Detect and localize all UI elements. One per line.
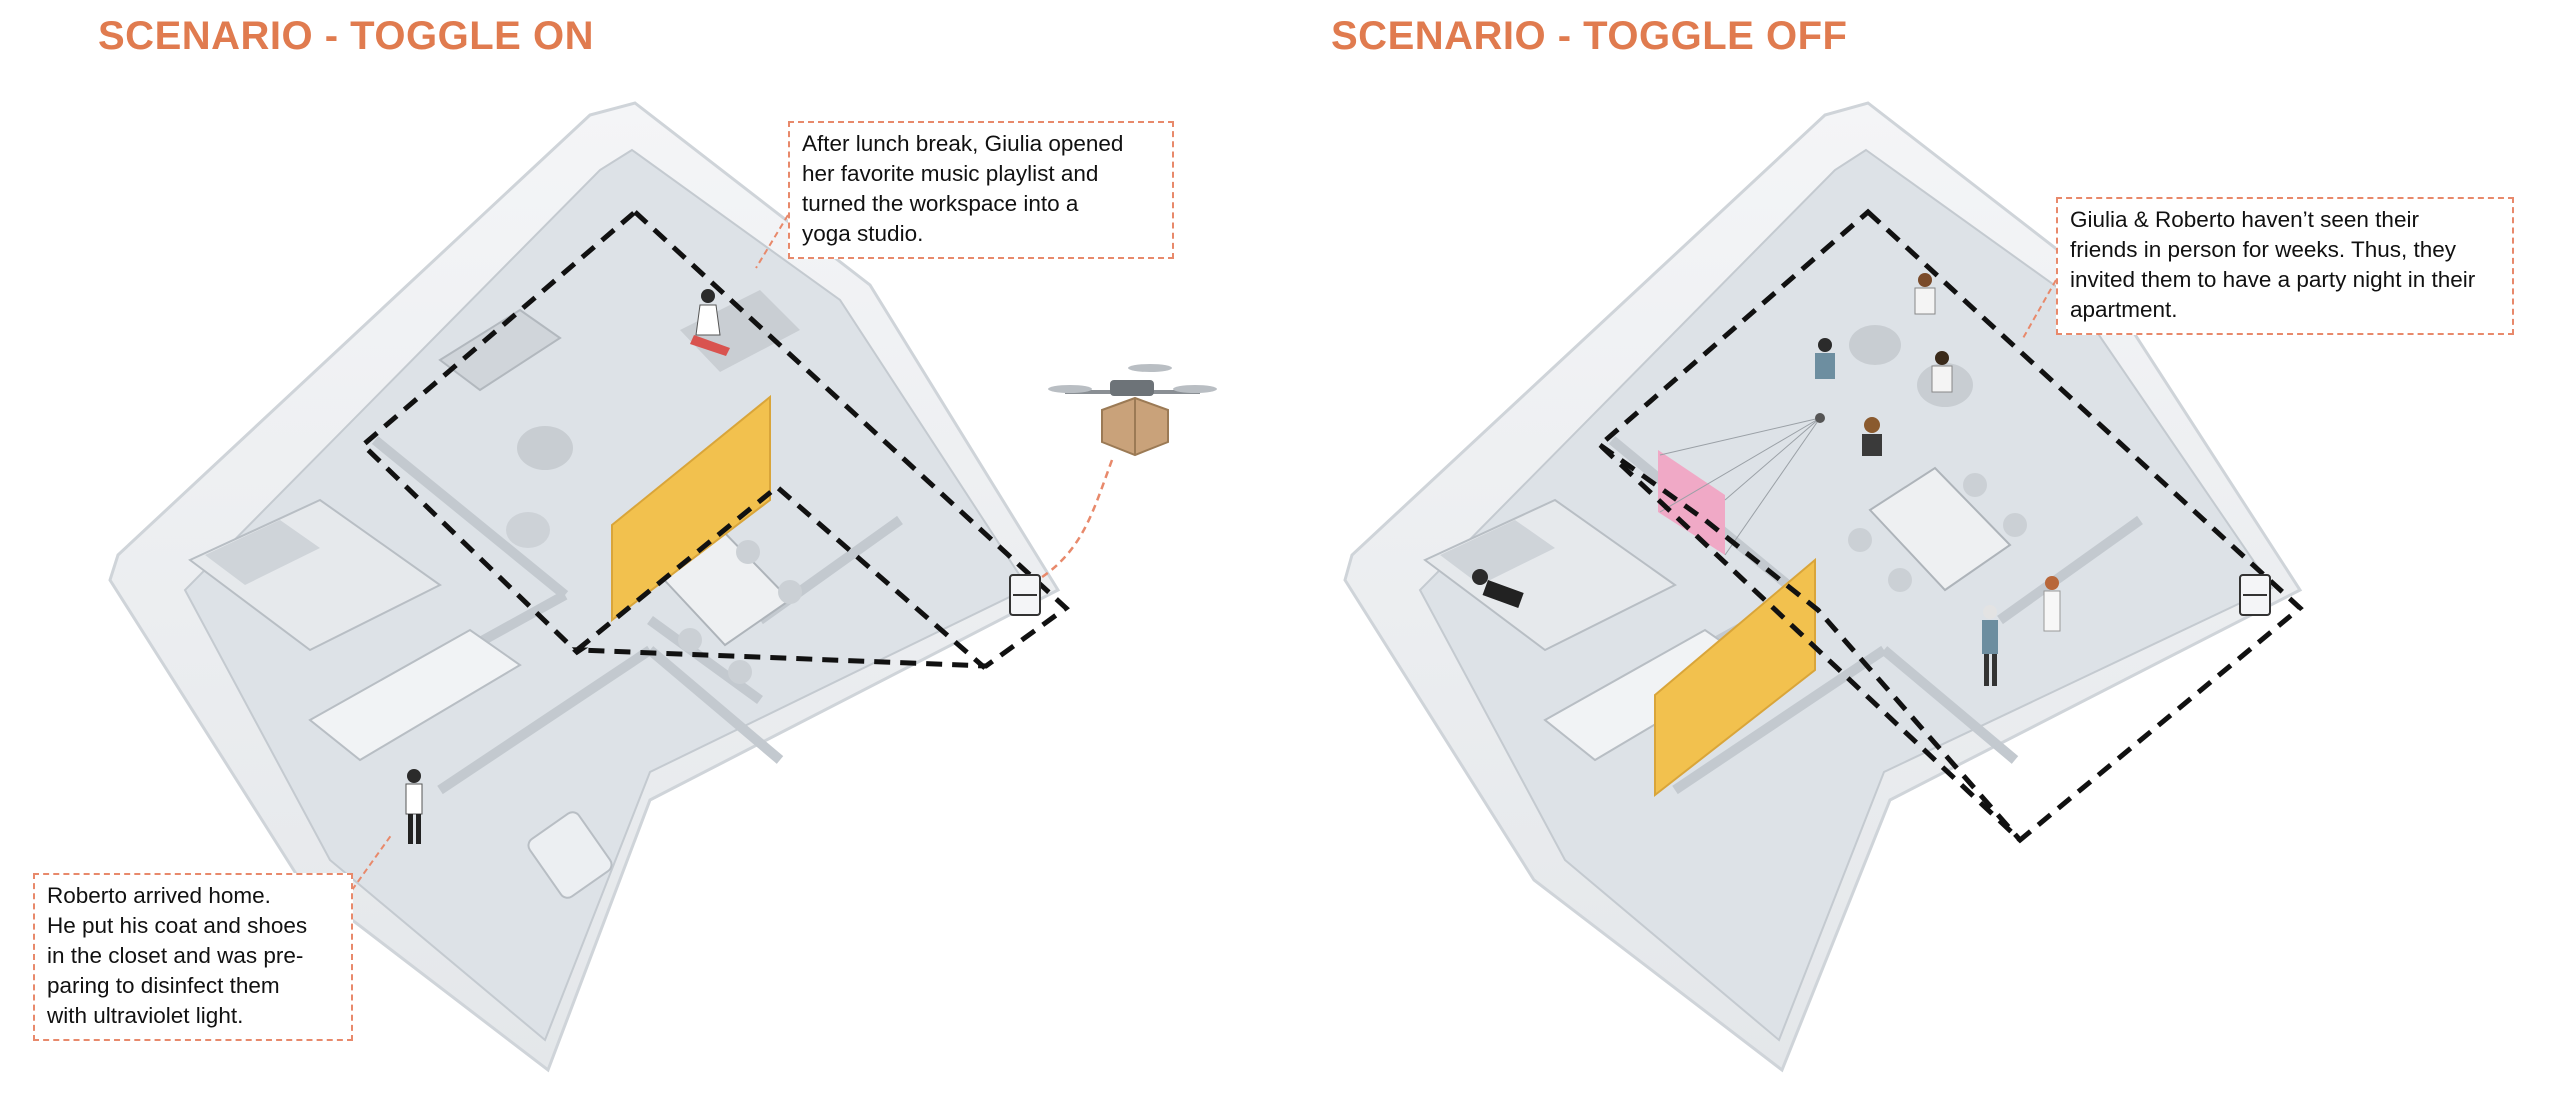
callout-line: in the closet and was pre- <box>47 943 304 968</box>
projector-icon <box>1815 413 1825 423</box>
dining-table <box>1868 466 2012 592</box>
callout-line: He put his coat and shoes <box>47 913 308 938</box>
window-unit-icon <box>2239 574 2271 616</box>
callout-line: paring to disinfect them <box>47 973 280 998</box>
work-desk <box>438 308 562 392</box>
callout-line: yoga studio. <box>802 221 924 246</box>
projector-beams <box>1659 417 1821 556</box>
bean-bag-small <box>506 512 550 548</box>
wardrobe <box>308 628 522 762</box>
callout-line: turned the workspace into a <box>802 191 1079 216</box>
person-reclining <box>1472 569 1524 609</box>
bed-pillows <box>205 520 320 585</box>
party-night-callout: Giulia & Roberto haven’t seen their frie… <box>2056 197 2514 335</box>
apartment-floor <box>1418 148 2274 1042</box>
flexible-zone-divider <box>1598 442 2022 842</box>
dining-chairs <box>678 540 802 684</box>
callout-line: friends in person for weeks. Thus, they <box>2070 237 2457 262</box>
person-guest <box>1815 338 1835 379</box>
roberto-arrival-callout: Roberto arrived home. He put his coat an… <box>33 873 353 1041</box>
yellow-partition-panel <box>611 394 771 623</box>
apartment-floor <box>183 148 1030 1042</box>
person-guest <box>1914 273 1936 315</box>
person-guest <box>1982 605 1998 686</box>
delivery-drone-icon <box>1048 364 1217 457</box>
dining-chairs <box>1848 473 2027 592</box>
yoga-mat <box>680 290 800 372</box>
scenario-toggle-off-title: SCENARIO - TOGGLE OFF <box>1331 14 1848 58</box>
yoga-studio-callout: After lunch break, Giulia opened her fav… <box>788 121 1174 259</box>
person-guest <box>1931 351 1953 393</box>
person-roberto <box>405 769 423 844</box>
yoga-callout-leader <box>755 214 789 269</box>
person-guest <box>2043 576 2061 632</box>
person-guest <box>1862 417 1882 456</box>
person-giulia-yoga <box>690 289 730 356</box>
callout-line: Giulia & Roberto haven’t seen their <box>2070 207 2419 232</box>
apartment-toggle-off <box>1343 101 2304 1073</box>
callout-line: with ultraviolet light. <box>47 1003 244 1028</box>
yellow-partition-panel <box>1654 557 1816 798</box>
party-callout-leader <box>2021 279 2057 341</box>
apartment-toggle-on <box>108 101 1217 1073</box>
flexible-zone-divider <box>575 483 987 670</box>
bed-pillows <box>1440 520 1555 585</box>
party-guests <box>1472 273 2061 686</box>
scenario-toggle-on-title: SCENARIO - TOGGLE ON <box>98 14 594 58</box>
callout-line: After lunch break, Giulia opened <box>802 131 1124 156</box>
callout-line: her favorite music playlist and <box>802 161 1099 186</box>
bathtub <box>527 811 613 899</box>
window-unit-icon <box>1009 574 1041 616</box>
bean-bag <box>517 426 573 470</box>
callout-line: Roberto arrived home. <box>47 883 271 908</box>
callout-line: apartment. <box>2070 297 2178 322</box>
pink-partition-panel <box>1658 450 1725 555</box>
callout-line: invited them to have a party night in th… <box>2070 267 2476 292</box>
roberto-callout-leader <box>351 833 393 891</box>
bean-bag <box>1849 325 1901 365</box>
